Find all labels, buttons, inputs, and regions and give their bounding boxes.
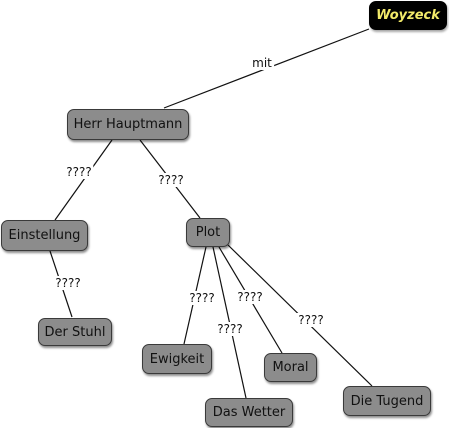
edge-label-hauptmann-plot: ???? [156, 173, 186, 187]
node-woyzeck[interactable]: Woyzeck [369, 1, 447, 30]
edge-label-plot-wetter: ???? [215, 322, 245, 336]
edge-label-plot-ewigkeit: ???? [187, 291, 217, 305]
node-der-stuhl[interactable]: Der Stuhl [38, 318, 112, 346]
node-plot[interactable]: Plot [186, 218, 230, 247]
edge-label-plot-moral: ???? [235, 290, 265, 304]
node-das-wetter[interactable]: Das Wetter [205, 398, 293, 427]
node-herr-hauptmann[interactable]: Herr Hauptmann [67, 109, 189, 140]
node-moral[interactable]: Moral [264, 353, 317, 382]
node-die-tugend[interactable]: Die Tugend [343, 386, 431, 416]
edge-label-einstellung-stuhl: ???? [53, 276, 83, 290]
node-ewigkeit[interactable]: Ewigkeit [142, 344, 212, 374]
edge-label-mit: mit [250, 56, 274, 70]
edge-label-plot-tugend: ???? [296, 313, 326, 327]
edge-hauptmann-einstellung [54, 139, 113, 221]
edge-label-hauptmann-einstellung: ???? [64, 165, 94, 179]
node-einstellung[interactable]: Einstellung [1, 220, 88, 251]
